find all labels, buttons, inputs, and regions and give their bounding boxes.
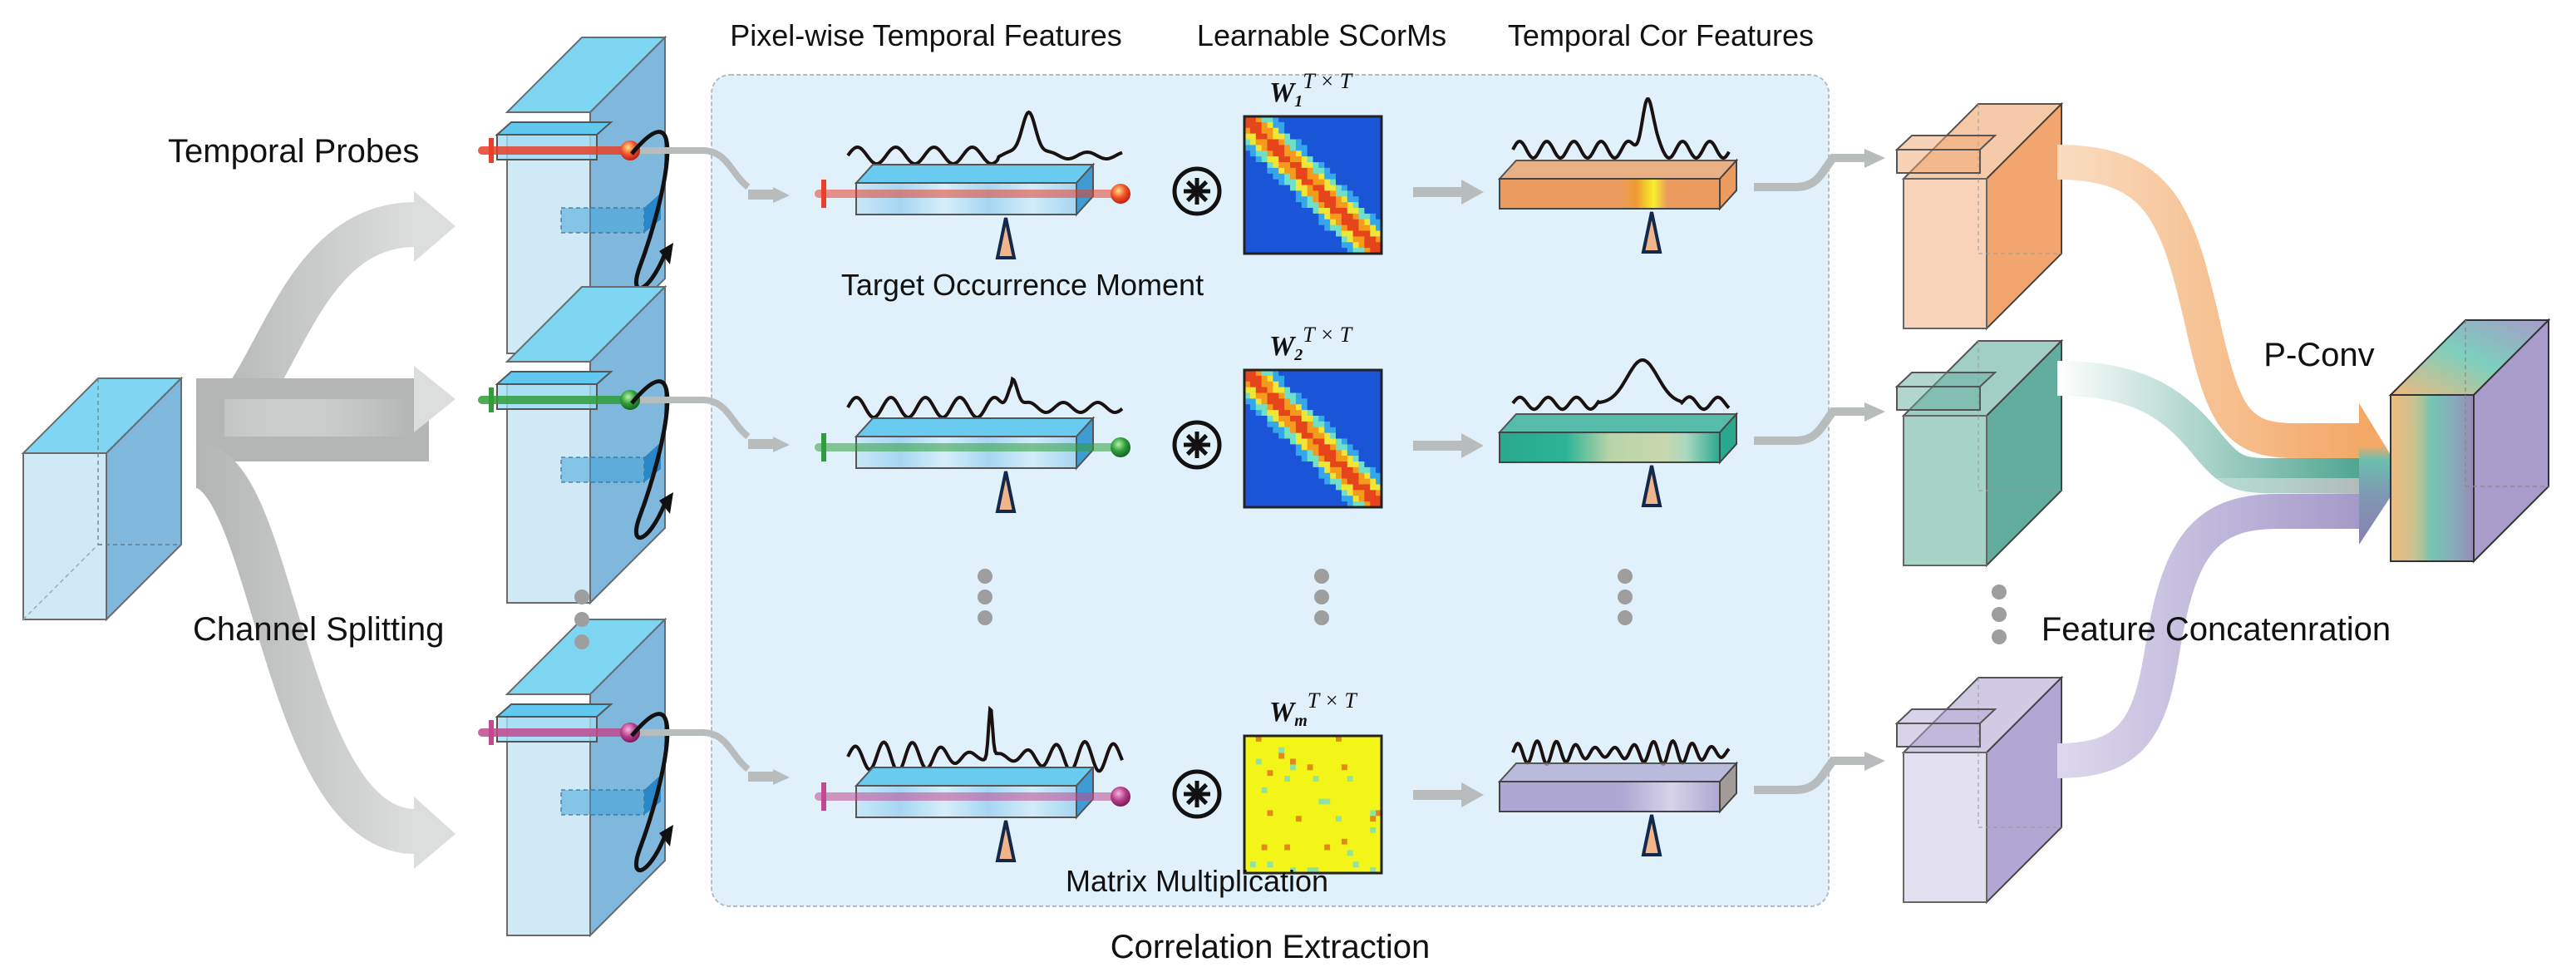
split-cube-branch-2 (478, 284, 790, 605)
output-cube-branch-2 (1894, 338, 2064, 568)
pixel-feature-bar (855, 436, 1077, 469)
label-channel-splitting: Channel Splitting (193, 611, 444, 648)
target-moment-marker (1641, 211, 1662, 254)
flow-arrow (1413, 187, 1463, 197)
pixel-temporal-waveform (846, 110, 1123, 166)
label-pixelwise-temporal-features: Pixel-wise Temporal Features (730, 18, 1122, 52)
label-learnable-scorms: Learnable SCorMs (1197, 18, 1446, 52)
target-moment-marker (995, 820, 1017, 862)
temporal-probe-rod (478, 146, 628, 155)
flow-arrow (1413, 790, 1463, 800)
matrix-multiply-icon (1172, 166, 1222, 216)
probe-cross-icon (489, 138, 494, 163)
connector-arrow (640, 397, 751, 440)
scan-path-arrow (630, 130, 670, 291)
target-moment-marker (1641, 465, 1662, 507)
label-correlation-extraction: Correlation Extraction (1111, 929, 1431, 965)
output-ellipsis (1992, 585, 2007, 644)
label-target-occurrence-moment: Target Occurrence Moment (841, 268, 1204, 302)
target-moment-marker (995, 217, 1017, 259)
connector-arrow (1754, 407, 1866, 445)
probe-cross-icon (821, 433, 826, 461)
scan-path-arrow (630, 712, 670, 873)
final-fused-cube (2388, 318, 2551, 564)
probe-ball-icon (1111, 184, 1130, 204)
flow-arrow (1413, 441, 1463, 451)
matrix-multiply-icon (1172, 420, 1222, 470)
scorm-matrix-3 (1243, 734, 1383, 875)
probe-rod (815, 190, 1118, 198)
temporal-probe-rod (478, 728, 628, 737)
probe-cross-icon (489, 720, 494, 745)
pixel-temporal-waveform (846, 705, 1124, 774)
scorm-matrix-2 (1243, 368, 1383, 509)
connector-arrow (1754, 757, 1866, 794)
panel-ellipsis (978, 569, 1633, 625)
matrix-multiply-icon (1172, 769, 1222, 819)
output-cube-branch-m (1894, 675, 2064, 905)
probe-rod (815, 443, 1118, 451)
probe-cross-icon (821, 782, 826, 811)
probe-cross-icon (821, 180, 826, 208)
scan-path-arrow (630, 379, 670, 540)
pixel-feature-bar (855, 785, 1077, 818)
temporal-probe-rod (478, 396, 628, 404)
label-matrix-multiplication: Matrix Multiplication (1066, 864, 1328, 898)
probe-ball-icon (620, 723, 640, 743)
probe-ball-icon (620, 390, 640, 410)
input-feature-cube (21, 376, 184, 622)
split-cube-branch-1 (478, 35, 790, 356)
connector-arrow (640, 729, 751, 772)
correlation-row-branch-2: W2T × T (815, 323, 1885, 513)
label-feature-concatenation: Feature Concatenration (2042, 611, 2391, 648)
temporal-cor-waveform (1511, 738, 1731, 767)
pixel-feature-bar (855, 182, 1077, 215)
temporal-cor-waveform (1511, 358, 1731, 412)
split-cube-branch-m (478, 617, 790, 938)
probe-ball-icon (620, 141, 640, 160)
label-temporal-probes: Temporal Probes (168, 133, 419, 170)
output-cube-branch-1 (1894, 101, 2064, 331)
temporal-cor-waveform (1511, 97, 1731, 160)
correlation-row-branch-1: W1T × T (815, 69, 1885, 259)
probe-ball-icon (1111, 437, 1130, 457)
scorm-matrix-1 (1243, 115, 1383, 255)
correlation-row-branch-m: WmT × T (815, 688, 1885, 875)
label-temporal-cor-features: Temporal Cor Features (1508, 18, 1814, 52)
temporal-cor-feature-bar (1499, 781, 1721, 812)
temporal-cor-feature-bar (1499, 432, 1721, 463)
connector-arrow (1754, 154, 1866, 191)
probe-rod (815, 792, 1118, 801)
temporal-cor-feature-bar (1499, 178, 1721, 210)
target-moment-marker (995, 471, 1017, 513)
probe-ball-icon (1111, 787, 1130, 807)
probe-cross-icon (489, 387, 494, 412)
target-moment-marker (1641, 814, 1662, 856)
concatenation-flows (2056, 145, 2404, 778)
connector-arrow (640, 147, 751, 190)
split-ellipsis (574, 590, 589, 649)
channel-splitting-arrows (192, 191, 456, 869)
label-p-conv: P-Conv (2263, 337, 2374, 373)
pixel-temporal-waveform (846, 376, 1124, 420)
